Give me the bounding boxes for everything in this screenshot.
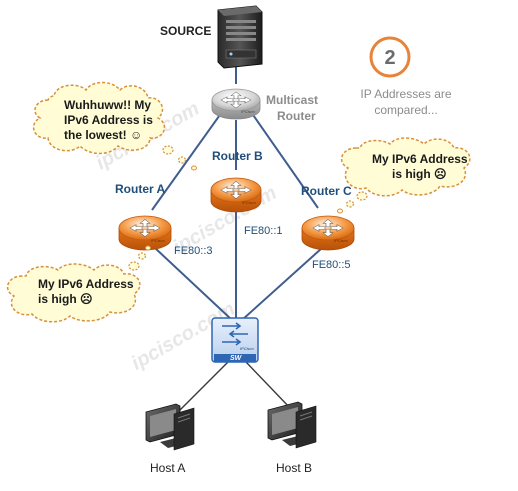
router-b-ip: FE80::1 <box>244 225 283 237</box>
router-b-thought-bubble: Wuhhuww!! My IPv6 Address is the lowest!… <box>32 81 197 171</box>
router-b-bubble-line3: the lowest! ☺ <box>64 128 142 142</box>
router-c-ip: FE80::5 <box>312 259 351 271</box>
switch-brand-text: IPCisco <box>240 346 255 351</box>
router-a-icon: IPCisco <box>118 215 172 251</box>
router-c-thought-bubble: My IPv6 Address is high ☹ <box>337 137 471 214</box>
link-multicast-router-c <box>250 111 319 209</box>
source-server-icon <box>217 5 263 69</box>
router-brand-text: IPCisco <box>334 238 349 243</box>
router-c-bubble-line2: is high ☹ <box>392 167 447 181</box>
multicast-router-label-line1: Multicast <box>266 93 318 107</box>
router-a-bubble-line2: is high ☹ <box>38 292 93 306</box>
router-a-bubble-line1: My IPv6 Address <box>38 277 134 291</box>
router-c-label: Router C <box>301 184 352 198</box>
router-a-ip: FE80::3 <box>174 245 213 257</box>
host-links <box>177 361 293 413</box>
step-caption-line1: IP Addresses are <box>360 87 451 101</box>
router-brand-text: IPCisco <box>151 238 166 243</box>
router-c-bubble-line1: My IPv6 Address <box>372 152 468 166</box>
host-b-computer-icon <box>267 401 317 449</box>
router-brand-text: IPCisco <box>242 200 257 205</box>
router-a-thought-bubble: My IPv6 Address is high ☹ <box>6 245 151 323</box>
host-b-label: Host B <box>276 461 312 475</box>
link-router-a-switch <box>154 247 233 321</box>
multicast-router-icon: IPCisco <box>211 88 261 120</box>
link-multicast-router-a <box>151 111 223 211</box>
router-brand-text: IPCisco <box>241 109 256 114</box>
switch-icon: IPCisco SW <box>211 317 259 363</box>
step-caption-line2: compared... <box>374 103 437 117</box>
step-indicator: 2 <box>369 36 411 78</box>
multicast-router-label-line2: Router <box>277 109 316 123</box>
source-label: SOURCE <box>160 24 211 38</box>
step-number: 2 <box>384 47 395 69</box>
host-a-computer-icon <box>145 403 195 451</box>
router-b-label: Router B <box>212 149 263 163</box>
switch-label: SW <box>230 355 243 362</box>
network-links <box>151 62 323 321</box>
router-a-label: Router A <box>115 182 166 196</box>
host-a-label: Host A <box>150 461 185 475</box>
router-b-bubble-line2: IPv6 Address is <box>64 113 153 127</box>
link-router-c-switch <box>241 247 323 321</box>
router-b-bubble-line1: Wuhhuww!! My <box>64 98 151 112</box>
router-c-icon: IPCisco <box>301 215 355 251</box>
router-b-icon: IPCisco <box>210 177 262 213</box>
